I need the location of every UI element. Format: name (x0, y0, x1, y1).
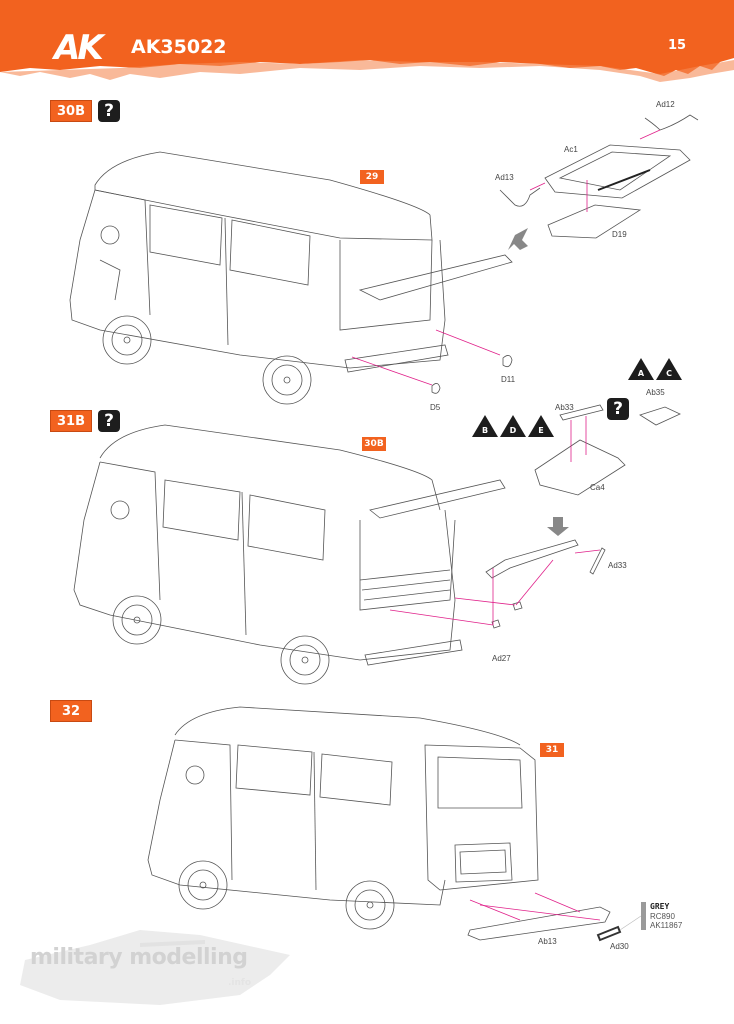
direction-arrow-icon (508, 228, 528, 250)
part-label-ca4: Ca4 (590, 483, 605, 492)
van-illustration-step-31b (73, 424, 506, 685)
paint-swatch (641, 902, 646, 930)
version-marker-c: C (666, 369, 672, 378)
paint-code-rc: RC890 (650, 912, 675, 921)
part-label-ab13: Ab13 (538, 937, 557, 946)
watermark-tank-silhouette (20, 930, 290, 1005)
part-label-ab35: Ab35 (646, 388, 665, 397)
page-header: AK AK35022 15 (0, 0, 734, 90)
version-marker-e: E (538, 426, 544, 435)
part-label-ab33: Ab33 (555, 403, 574, 412)
optional-question-icon: ? (98, 100, 120, 122)
previous-step-ref: 30B (362, 437, 386, 451)
previous-step-ref: 29 (360, 170, 384, 184)
part-ca4 (534, 439, 626, 496)
part-label-ad13: Ad13 (495, 173, 514, 182)
paint-code-ak: AK11867 (650, 921, 683, 930)
part-ab35 (639, 406, 681, 426)
step-number-32: 32 (50, 700, 92, 722)
part-ad27a (491, 619, 501, 629)
part-label-d11: D11 (501, 375, 516, 384)
product-code: AK35022 (131, 36, 227, 58)
paint-name: GREY (650, 902, 670, 911)
van-illustration-step-32 (147, 706, 539, 930)
page-number: 15 (668, 38, 687, 53)
watermark-text: military modelling (30, 945, 248, 970)
part-label-ad27: Ad27 (492, 654, 511, 663)
header-banner (0, 0, 734, 82)
version-markers-ac (628, 358, 682, 380)
optional-question-icon: ? (607, 398, 629, 420)
part-panel (485, 539, 579, 579)
watermark-suffix: .info (228, 978, 252, 988)
part-label-ad30: Ad30 (610, 942, 629, 951)
assembly-arrows (351, 129, 661, 921)
part-ad13 (499, 187, 541, 207)
version-marker-a: A (637, 369, 645, 378)
part-label-d5: D5 (430, 403, 441, 412)
step-number-30b: 30B (50, 100, 92, 122)
previous-step-ref: 31 (540, 743, 564, 757)
part-ad12 (644, 114, 699, 131)
step-number-31b: 31B (50, 410, 92, 432)
part-ac1 (544, 144, 691, 199)
version-marker-b: B (481, 426, 489, 435)
part-d11 (502, 355, 513, 368)
part-label-ad33: Ad33 (608, 561, 627, 570)
part-ab33 (559, 404, 604, 421)
direction-arrow-icon (547, 517, 569, 536)
part-d5 (431, 383, 441, 394)
part-label-d19: D19 (612, 230, 627, 239)
part-ad30 (596, 925, 622, 942)
van-illustration-step-30b (69, 151, 513, 405)
version-marker-d: D (509, 426, 517, 435)
optional-question-icon: ? (98, 410, 120, 432)
ak-logo: AK (54, 28, 104, 68)
part-ab13 (467, 906, 611, 941)
part-label-ad12: Ad12 (656, 100, 675, 109)
version-markers-bde (472, 415, 554, 437)
part-ad33 (589, 547, 606, 575)
part-label-ac1: Ac1 (564, 145, 578, 154)
